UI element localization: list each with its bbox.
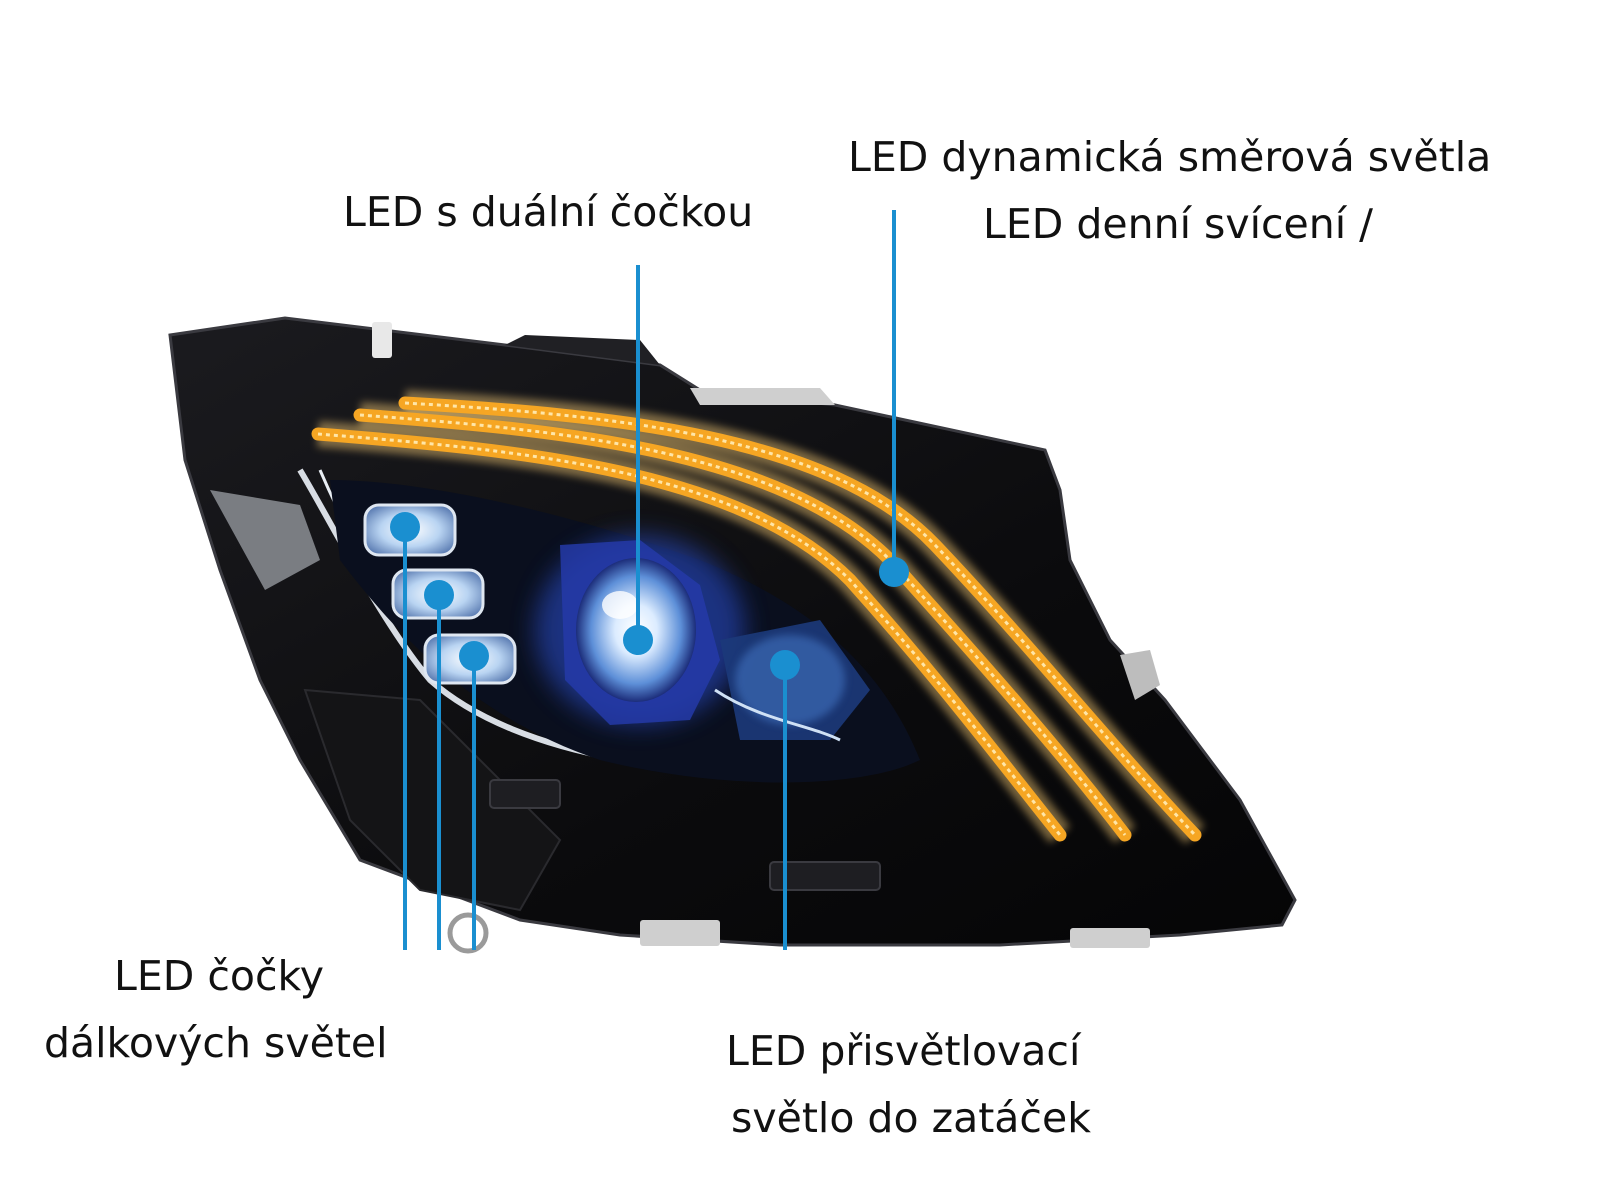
label-high-beam-line1: LED čočky [114,952,325,1000]
drl-light-strips [311,390,1205,844]
callout-dot-high-beam-3 [459,641,489,671]
callout-lines [403,210,896,950]
label-dual-lens: LED s duální čočkou [343,188,754,236]
callout-dot-cornering [770,650,800,680]
label-drl-line2: LED denní svícení / [983,200,1374,248]
callout-dot-high-beam-2 [424,580,454,610]
callout-dots [390,512,909,680]
callout-dot-drl [879,557,909,587]
callout-dot-high-beam-1 [390,512,420,542]
cornering-light [714,620,870,742]
label-cornering-line1: LED přisvětlovací [726,1027,1081,1075]
callout-dot-dual-lens [623,625,653,655]
label-drl-line1: LED dynamická směrová světla [848,133,1492,181]
label-high-beam-line2: dálkových světel [44,1019,388,1067]
label-cornering-line2: světlo do zatáček [731,1094,1091,1142]
